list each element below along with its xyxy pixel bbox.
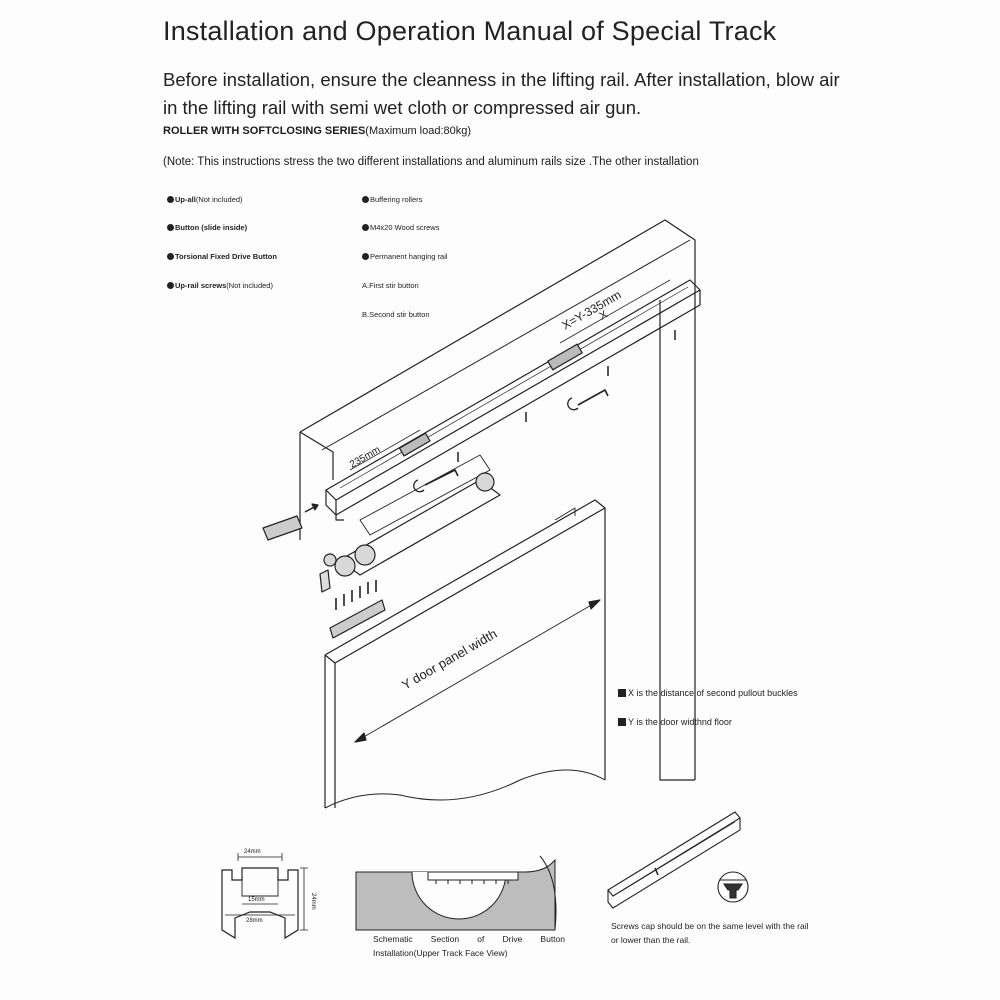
note-line: (Note: This instructions stress the two … (163, 156, 699, 168)
legend-item: Permanent hanging rail (362, 252, 448, 261)
track-rail-side (325, 290, 701, 516)
top-bracket (329, 599, 386, 639)
damper-body (359, 454, 491, 536)
legend-item: Up-rail screws(Not included) (167, 281, 273, 290)
door-notch (554, 507, 576, 521)
rotate-arrow-icon (413, 479, 425, 493)
legend-item: Up-all(Not included) (167, 195, 243, 204)
bullet-icon (167, 224, 174, 231)
hex-key-icon (424, 469, 459, 486)
profile-inner-dim: 15mm (248, 897, 265, 903)
square-icon (618, 718, 626, 726)
door-panel (324, 499, 606, 780)
hex-key-icon (577, 389, 609, 406)
arrow-icon (311, 503, 319, 511)
manual-title: Installation and Operation Manual of Spe… (163, 16, 777, 46)
arrow-icon (588, 599, 601, 610)
legend-item: A.First stir button (362, 281, 419, 290)
legend-item: Torsional Fixed Drive Button (167, 252, 277, 261)
frame-inner-edge (321, 239, 691, 451)
door-cutoff (324, 769, 606, 809)
bullet-icon (167, 282, 174, 289)
door-width-label: Y door panel width (399, 626, 500, 693)
key-y: Y is the door widthnd floor (618, 717, 732, 727)
track-profile (221, 853, 308, 940)
rail-screws (457, 330, 676, 462)
legend-item: M4x20 Wood screws (362, 223, 439, 232)
frame-jamb (659, 300, 695, 781)
arrow-icon (354, 732, 367, 743)
wood-screws (335, 580, 377, 610)
roller-wheel (475, 472, 495, 492)
rail-detail (607, 811, 749, 909)
fixing-plate (262, 515, 303, 541)
intro-paragraph: Before installation, ensure the cleannes… (163, 69, 840, 118)
roller-wheel (334, 555, 356, 577)
bullet-icon (167, 196, 174, 203)
key-x: X is the distance of second pullout buck… (618, 688, 798, 698)
legend-item: Button (slide inside) (167, 223, 247, 232)
track-end-cap (335, 500, 344, 521)
drive-button-part (319, 569, 331, 593)
square-icon (618, 689, 626, 697)
frame-top-edge (299, 219, 696, 780)
bullet-icon (167, 253, 174, 260)
profile-top-dim: 24mm (244, 849, 261, 855)
screws-caption: Screws cap should be on the same level w… (611, 921, 809, 945)
legend-item: B.Second stir button (362, 310, 430, 319)
roller-wheel (354, 544, 376, 566)
legend-item: Buffering rollers (362, 195, 422, 204)
dim-formula-label: X=Y-335mm (560, 288, 624, 333)
profile-height-dim: 24mm (310, 893, 316, 910)
bullet-icon (362, 196, 369, 203)
bullet-icon (362, 224, 369, 231)
bullet-icon (362, 253, 369, 260)
series-name: ROLLER WITH SOFTCLOSING SERIES (163, 125, 366, 137)
second-stir-button (547, 343, 583, 371)
dim-line-235 (349, 429, 421, 471)
frame-face (299, 431, 334, 480)
series-load: (Maximum load:80kg) (365, 125, 472, 137)
series-line: ROLLER WITH SOFTCLOSING SERIES(Maximum l… (163, 125, 471, 137)
schematic-caption: Schematic Section of Drive Button Instal… (373, 934, 565, 958)
door-width-arrow (354, 599, 601, 743)
track-rail (325, 279, 701, 501)
first-stir-button (398, 432, 431, 457)
rotate-arrow-icon (567, 397, 579, 411)
schematic-section (355, 855, 557, 931)
profile-bottom-dim: 28mm (246, 918, 263, 924)
track-groove (339, 286, 689, 489)
roller-wheel (323, 553, 337, 567)
dim-line-x (559, 279, 671, 344)
